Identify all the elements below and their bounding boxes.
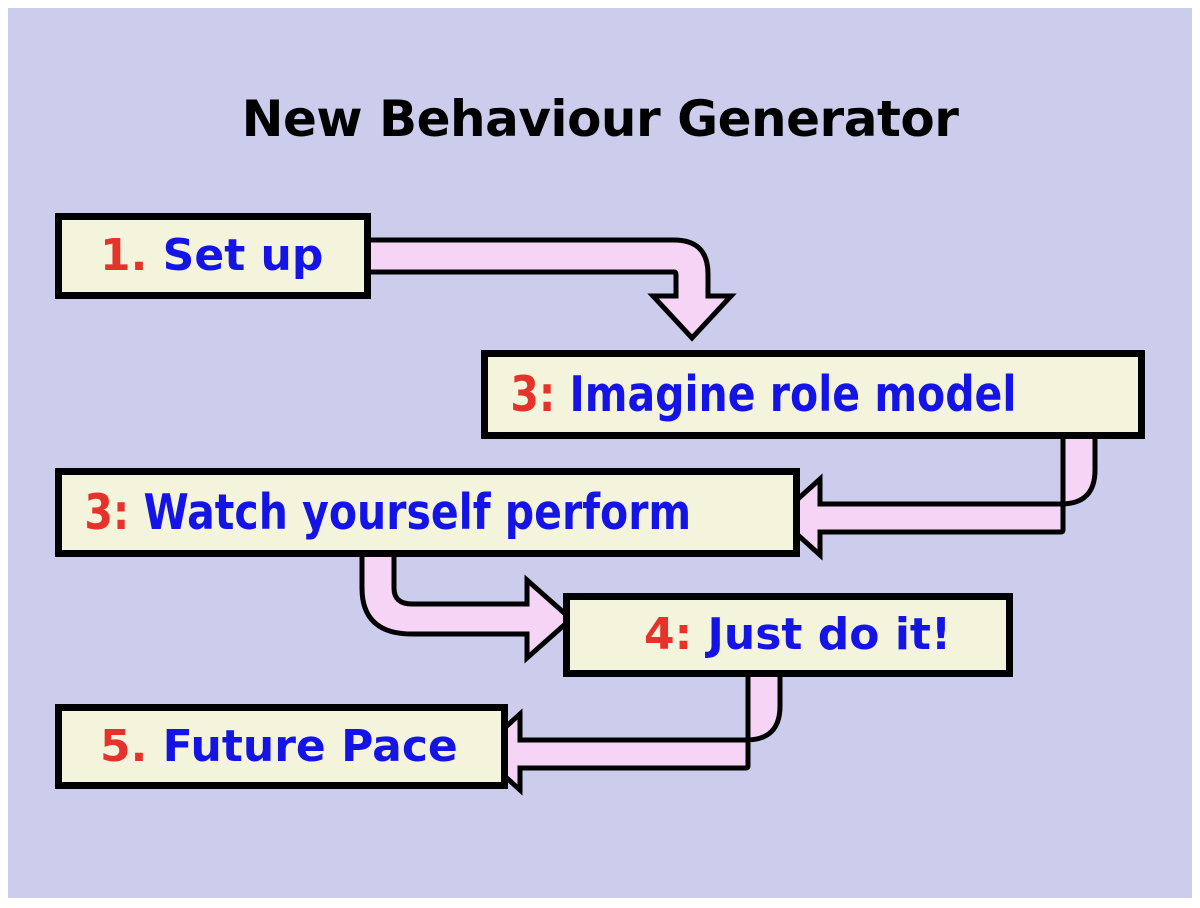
flow-node-future-pace[interactable]: 5. Future Pace <box>55 704 508 789</box>
node-1-text: 1. Set up <box>62 234 323 278</box>
edge-2-arrow <box>774 425 1098 561</box>
page-title: New Behaviour Generator <box>241 90 959 148</box>
node-1-number: 1. <box>100 230 148 281</box>
node-2-number: 3: <box>510 366 556 423</box>
node-2-text: 3: Imagine role model <box>488 370 1016 419</box>
edge-1-arrow <box>360 237 737 342</box>
node-1-label: Set up <box>162 230 324 281</box>
node-5-number: 5. <box>100 720 148 772</box>
flow-node-watch-yourself-perform[interactable]: 3: Watch yourself perform <box>55 468 800 557</box>
flow-node-set-up[interactable]: 1. Set up <box>55 213 371 299</box>
node-4-number: 4: <box>644 609 693 660</box>
edge-4-arrow <box>474 663 783 796</box>
slide-background: New Behaviour Generator 1. Set up 3: Ima… <box>8 8 1192 898</box>
flow-node-imagine-role-model[interactable]: 3: Imagine role model <box>481 350 1145 439</box>
node-3-number: 3: <box>84 484 130 541</box>
node-3-text: 3: Watch yourself perform <box>62 488 691 537</box>
flow-node-just-do-it[interactable]: 4: Just do it! <box>563 593 1013 677</box>
node-5-label: Future Pace <box>162 720 458 772</box>
node-5-text: 5. Future Pace <box>62 724 458 769</box>
node-4-label: Just do it! <box>707 609 952 660</box>
node-2-label: Imagine role model <box>569 366 1017 423</box>
node-3-label: Watch yourself perform <box>143 484 692 541</box>
node-4-text: 4: Just do it! <box>570 613 951 657</box>
edge-3-arrow <box>359 545 575 664</box>
